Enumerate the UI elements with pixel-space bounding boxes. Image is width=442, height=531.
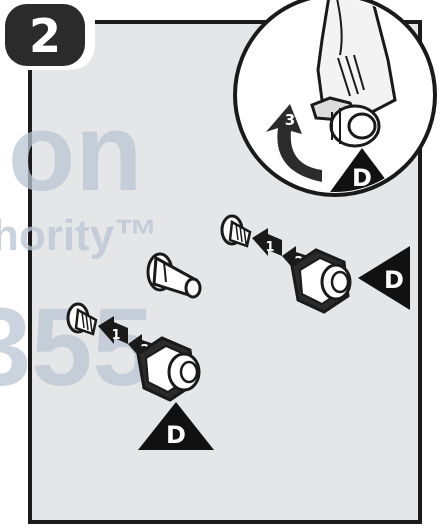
left-arrow-1-number: 1: [111, 328, 120, 343]
watermark-line1: on: [8, 91, 142, 214]
inset-arrow-number: 3: [285, 111, 295, 129]
right-arrow-1-number: 1: [265, 240, 274, 255]
right-label: D: [384, 266, 404, 294]
step-badge: 2: [0, 0, 95, 70]
wrench-inset: 3 D: [235, 0, 435, 195]
watermark-line2: hority™: [0, 211, 158, 260]
step-number: 2: [29, 9, 61, 63]
watermark: on hority™ 355: [0, 91, 158, 409]
bottom-label: D: [166, 421, 186, 449]
